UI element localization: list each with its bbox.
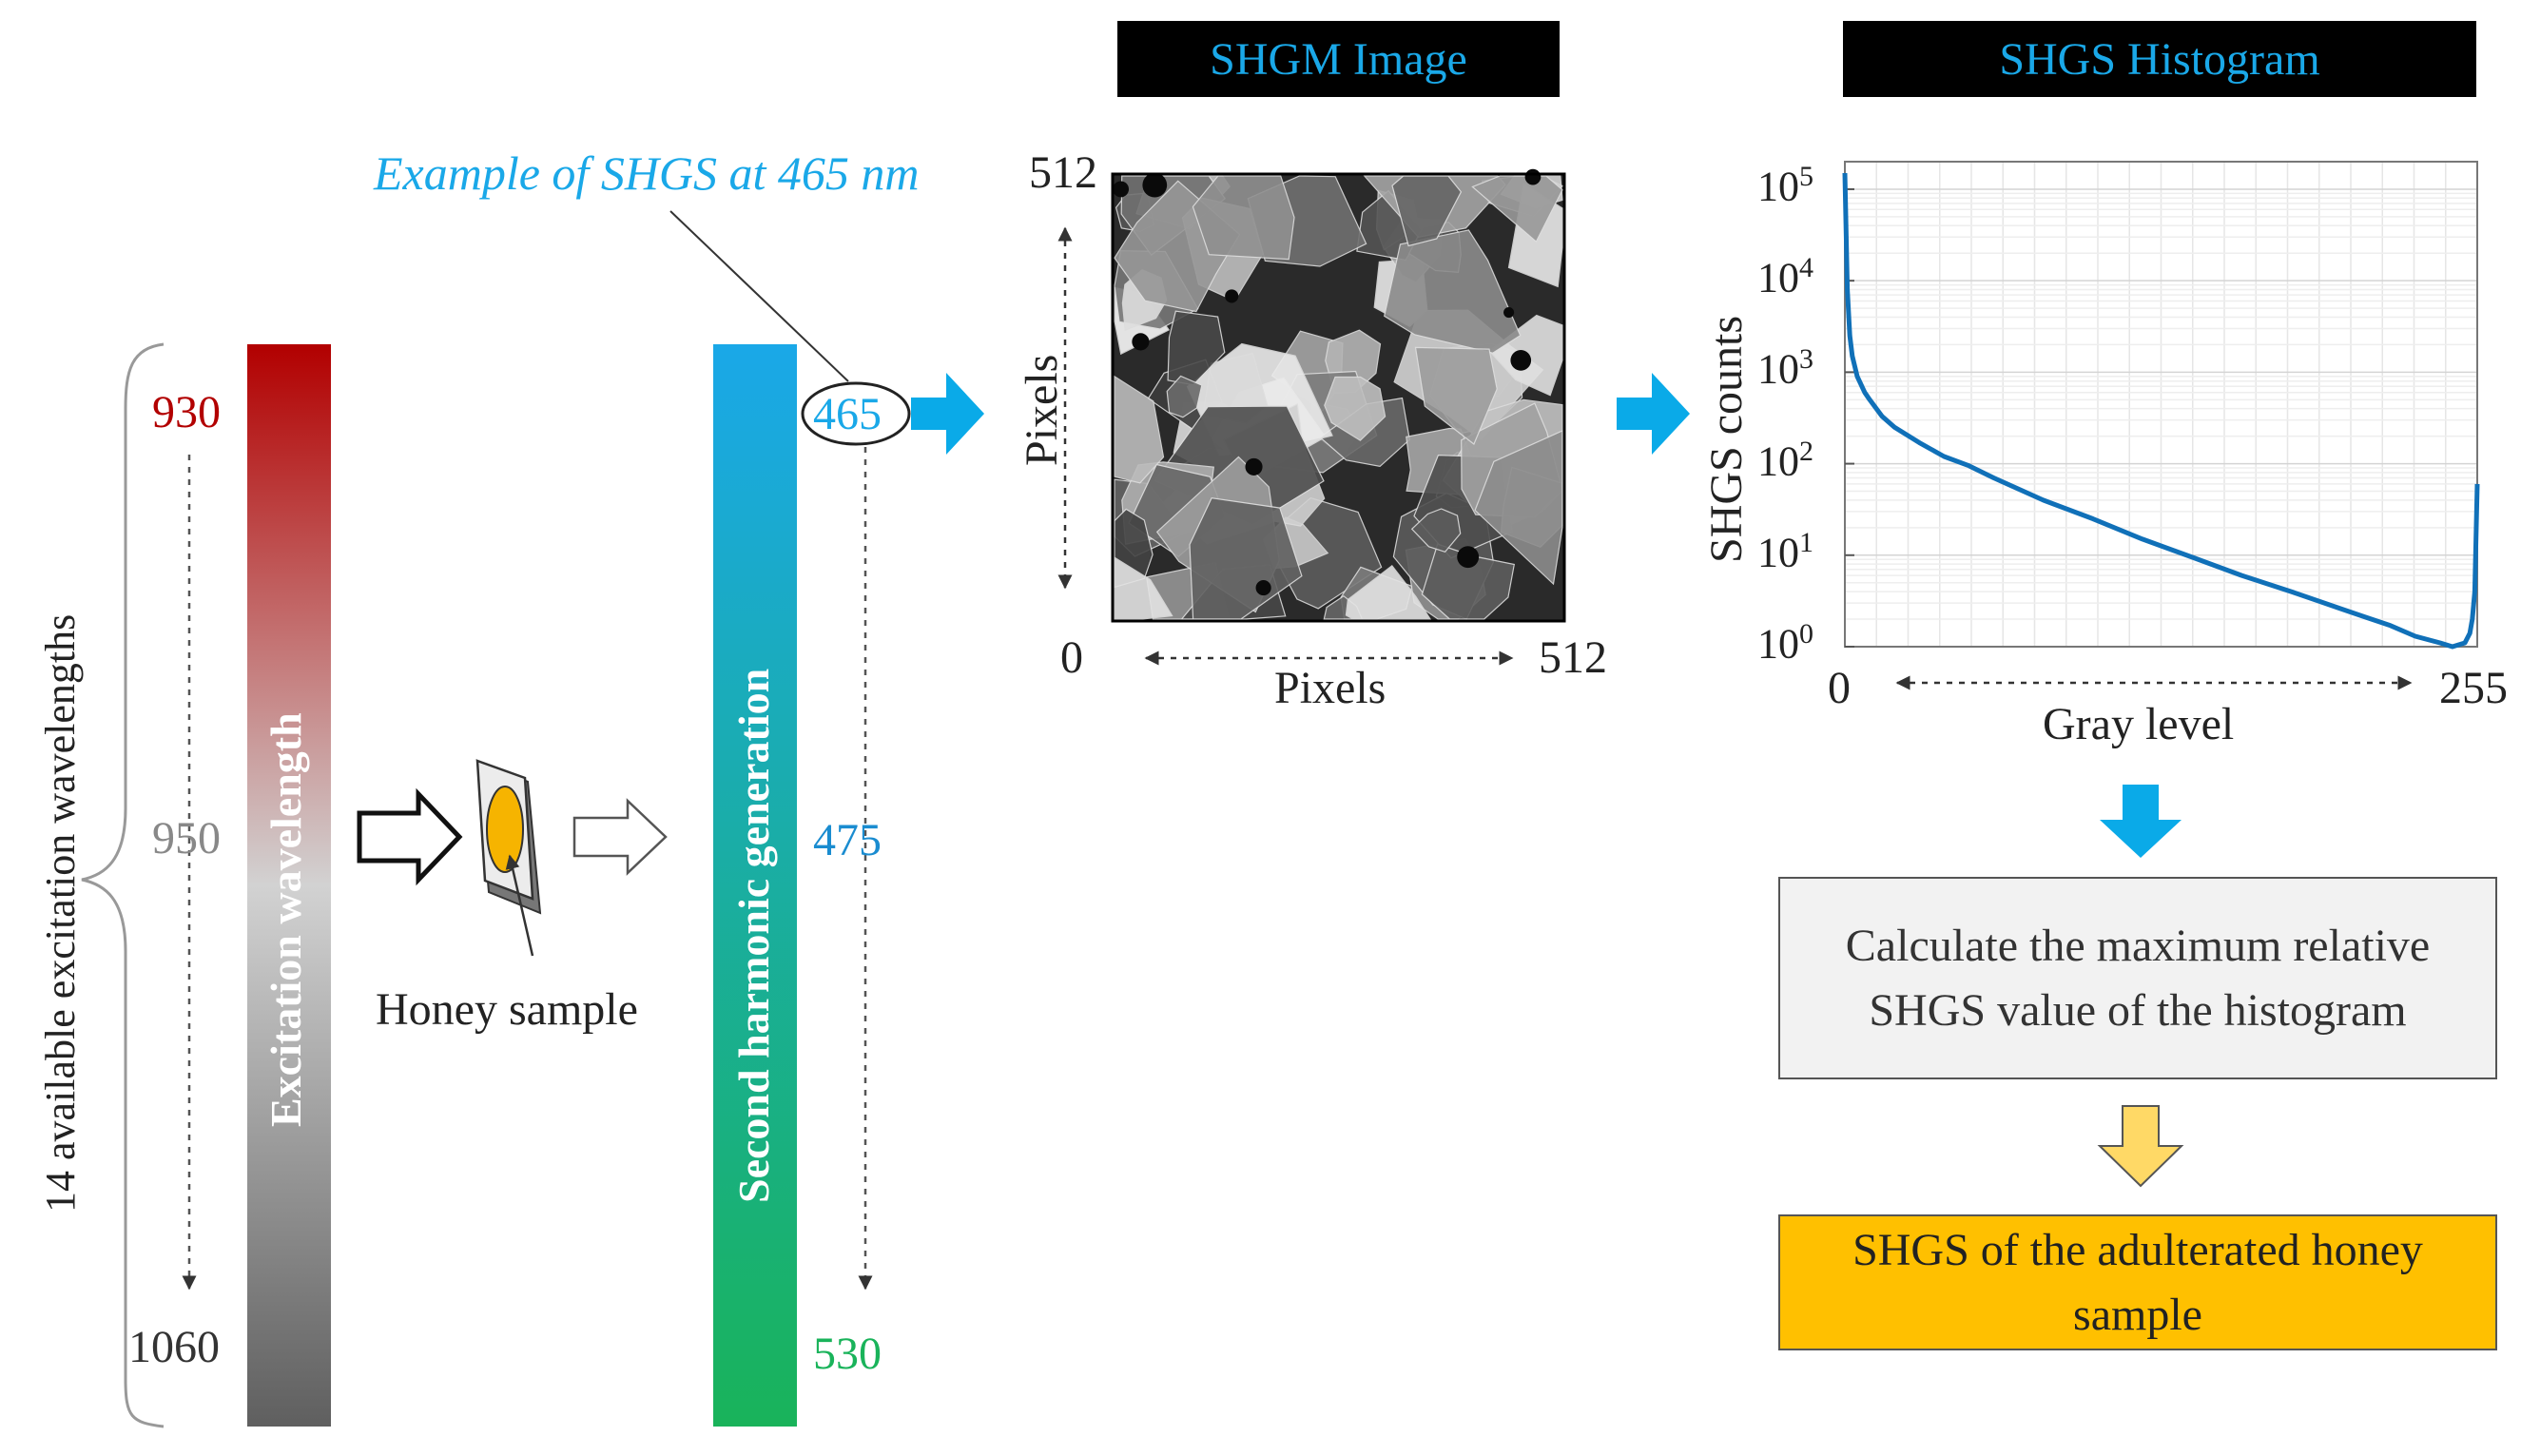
histogram-y-tick-label: 103 [1757,345,1813,391]
image-grain [1192,175,1295,261]
image-grain [1391,175,1463,247]
histogram-y-tick-exp: 5 [1799,160,1813,192]
histogram-y-tick-exp: 2 [1799,435,1813,467]
image-x-min: 0 [1060,632,1083,683]
example-leader-line [669,210,849,382]
image-dark-spot [1457,546,1480,569]
image-border [1111,172,1566,623]
histogram-x-label: Gray level [2043,699,2235,749]
image-dark-spot [1142,172,1168,198]
histogram-y-tick-label: 105 [1757,160,1813,210]
honey-drop [486,786,524,873]
excitation-bar [247,344,331,1427]
brace-label: 14 available excitation wavelengths [37,613,84,1213]
histogram-y-tick-base: 10 [1757,437,1799,485]
result-box-text: SHGS of the adulterated honey sample [1852,1225,2423,1340]
image-x-max: 512 [1539,632,1607,683]
calculate-box-text: Calculate the maximum relative SHGS valu… [1845,921,2431,1036]
hollow-arrow-1 [357,787,463,886]
histogram-y-tick-base: 10 [1757,254,1799,301]
histogram-y-tick-exp: 0 [1799,618,1813,650]
blue-arrow-down [2100,785,2182,858]
histogram-y-tick-base: 10 [1757,529,1799,576]
shg-tick-465: 465 [813,389,882,439]
shg-bar [713,344,797,1427]
histogram-y-label: SHGS counts [1701,315,1752,563]
honey-sample-label: Honey sample [376,984,638,1035]
histogram-x-min: 0 [1828,663,1851,713]
shgm-image-header-text: SHGM Image [1210,33,1467,85]
image-grain [1410,508,1462,553]
image-dark-spot [1503,307,1515,319]
histogram-y-tick-base: 10 [1757,346,1799,394]
histogram-y-tick-label: 102 [1757,437,1813,483]
image-y-max: 512 [1029,147,1097,198]
histogram-frame [1844,161,2478,648]
image-dark-spot [1255,580,1271,596]
histogram-y-tick-exp: 4 [1799,252,1813,284]
result-box: SHGS of the adulterated honey sample [1778,1214,2497,1350]
image-dark-spot [1524,168,1542,185]
excitation-tick-1060: 1060 [128,1322,220,1372]
shgs-histogram-header-text: SHGS Histogram [1999,33,2320,85]
shg-tick-530: 530 [813,1329,882,1379]
wavelength-brace [81,342,165,1428]
histogram-y-tick-label: 100 [1757,620,1813,666]
histogram-series-line [1842,172,2480,650]
image-grain [1189,496,1303,620]
image-dark-spot [1225,289,1239,303]
image-dark-spot [1132,333,1150,351]
excitation-tick-930: 930 [152,387,221,437]
example-label: Example of SHGS at 465 nm [374,146,920,200]
image-grain [1114,375,1165,484]
blue-arrow-to-histogram [1617,373,1690,455]
histogram-x-max: 255 [2439,663,2508,713]
shgm-image [1111,168,1566,623]
histogram-y-tick-label: 104 [1757,254,1813,300]
shg-bar-label: Second harmonic generation [729,668,778,1203]
image-dark-spot [1510,350,1532,371]
image-grain [1345,565,1432,620]
yellow-arrow-down [2097,1105,2184,1188]
image-grain [1166,375,1203,418]
histogram-y-tick-exp: 3 [1799,343,1813,376]
excitation-bar-label: Excitation wavelength [262,712,310,1127]
histogram-chart [1842,161,2480,650]
histogram-y-tick-label: 101 [1757,526,1813,576]
image-grain [1114,556,1173,620]
shgs-465-ellipse [801,381,911,446]
image-y-label: Pixels [1017,354,1067,466]
hollow-arrow-2 [572,798,668,876]
image-grain [1421,543,1515,620]
excitation-tick-950: 950 [152,813,221,864]
blue-arrow-to-image [911,373,984,455]
image-grain [1414,346,1498,445]
shgs-histogram-header: SHGS Histogram [1843,21,2476,97]
histogram-y-tick-base: 10 [1757,620,1799,668]
histogram-y-tick-base: 10 [1757,163,1799,210]
honey-pointer [505,854,534,957]
image-grain [1324,376,1387,441]
calculate-box: Calculate the maximum relative SHGS valu… [1778,877,2497,1079]
shg-tick-475: 475 [813,815,882,865]
image-grain [1471,175,1563,243]
image-x-label: Pixels [1274,663,1387,713]
histogram-y-tick-exp: 1 [1799,526,1813,558]
image-dark-spot [1113,181,1130,198]
image-grain [1474,429,1563,586]
shgm-image-header: SHGM Image [1117,21,1560,97]
image-dark-spot [1245,457,1263,476]
